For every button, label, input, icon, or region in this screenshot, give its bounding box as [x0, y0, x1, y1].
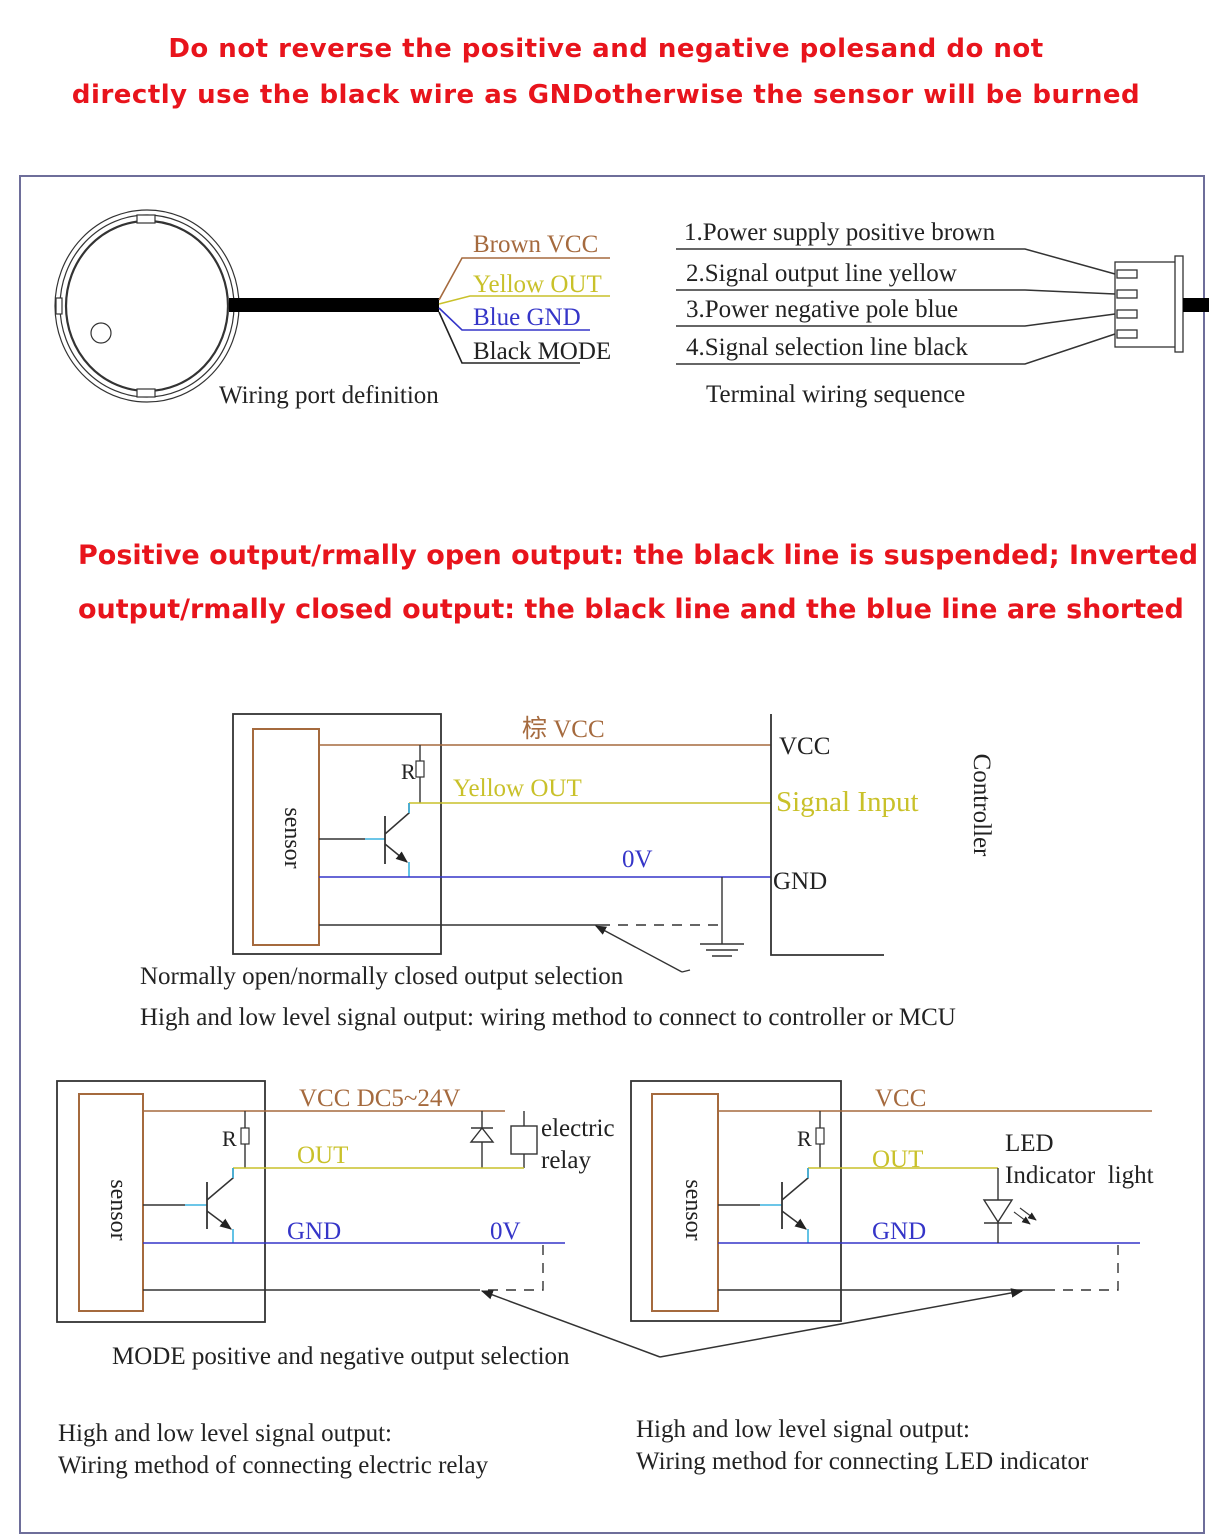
wire-label-black: Black MODE — [473, 338, 611, 365]
relay-zero-v-label: 0V — [490, 1218, 521, 1245]
led-out-label: OUT — [872, 1146, 923, 1173]
sensor-label-1: sensor — [279, 807, 305, 868]
wire-label-brown: Brown VCC — [473, 231, 598, 258]
controller-pin-vcc: VCC — [779, 733, 830, 760]
led-vcc-label: VCC — [875, 1085, 926, 1112]
mode-warning-line-1: Positive output/rmally open output: the … — [78, 540, 1198, 571]
resistor-label-3: R — [797, 1126, 812, 1151]
led-caption-2: Wiring method for connecting LED indicat… — [636, 1448, 1089, 1475]
controller-caption: High and low level signal output: wiring… — [140, 1004, 956, 1031]
wire-label-blue: Blue GND — [473, 304, 581, 331]
relay-caption-2: Wiring method of connecting electric rel… — [58, 1452, 489, 1479]
relay-vcc-label: VCC DC5~24V — [299, 1085, 460, 1112]
mode-warning-line-2: output/rmally closed output: the black l… — [78, 594, 1184, 625]
diagram-frame — [19, 175, 1205, 1534]
led-circuit — [630, 1080, 1152, 1322]
sensor-label-3: sensor — [680, 1179, 706, 1240]
cable — [229, 298, 439, 312]
led-gnd-label: GND — [872, 1218, 926, 1245]
terminal-pin-4: 4.Signal selection line black — [686, 334, 968, 361]
led-icon — [982, 1168, 1037, 1243]
out-wire-label: Yellow OUT — [453, 775, 582, 802]
warning-line-1: Do not reverse the positive and negative… — [168, 34, 1044, 64]
controller-pin-signal: Signal Input — [776, 786, 919, 818]
vcc-wire-label: 棕 VCC — [522, 715, 605, 743]
terminal-cable — [1183, 298, 1209, 312]
sensor-label-2: sensor — [105, 1179, 131, 1240]
controller-circuit — [232, 713, 884, 973]
relay-caption-1: High and low level signal output: — [58, 1420, 392, 1447]
relay-circuit — [56, 1080, 565, 1323]
terminal-pin-1: 1.Power supply positive brown — [684, 219, 996, 246]
resistor-label-2: R — [222, 1126, 237, 1151]
terminal-lines — [676, 248, 1116, 365]
relay-coil-icon — [510, 1125, 538, 1155]
connector-icon — [1114, 255, 1184, 353]
terminal-pin-3: 3.Power negative pole blue — [686, 296, 958, 323]
relay-label-1: electric — [541, 1115, 615, 1142]
wiring-port-caption: Wiring port definition — [219, 382, 439, 409]
zero-v-label: 0V — [622, 846, 653, 873]
led-label-1: LED — [1005, 1130, 1054, 1157]
selection-caption: Normally open/normally closed output sel… — [140, 963, 624, 990]
led-label-2: Indicator light — [1005, 1162, 1154, 1189]
led-caption-1: High and low level signal output: — [636, 1416, 970, 1443]
relay-out-label: OUT — [297, 1142, 348, 1169]
terminal-pin-2: 2.Signal output line yellow — [686, 260, 957, 287]
sensor-disk-icon — [54, 209, 240, 403]
terminal-caption: Terminal wiring sequence — [706, 381, 965, 408]
controller-label: Controller — [968, 754, 995, 857]
mode-caption: MODE positive and negative output select… — [112, 1343, 570, 1370]
mode-arrows — [480, 1288, 1024, 1358]
resistor-label-1: R — [401, 759, 416, 784]
wire-fan — [438, 257, 610, 364]
controller-pin-gnd: GND — [773, 868, 827, 895]
wire-label-yellow: Yellow OUT — [473, 271, 602, 298]
relay-gnd-label: GND — [287, 1218, 341, 1245]
relay-label-2: relay — [541, 1147, 591, 1174]
warning-line-2: directly use the black wire as GNDotherw… — [71, 80, 1141, 110]
diode-icon — [469, 1126, 495, 1143]
